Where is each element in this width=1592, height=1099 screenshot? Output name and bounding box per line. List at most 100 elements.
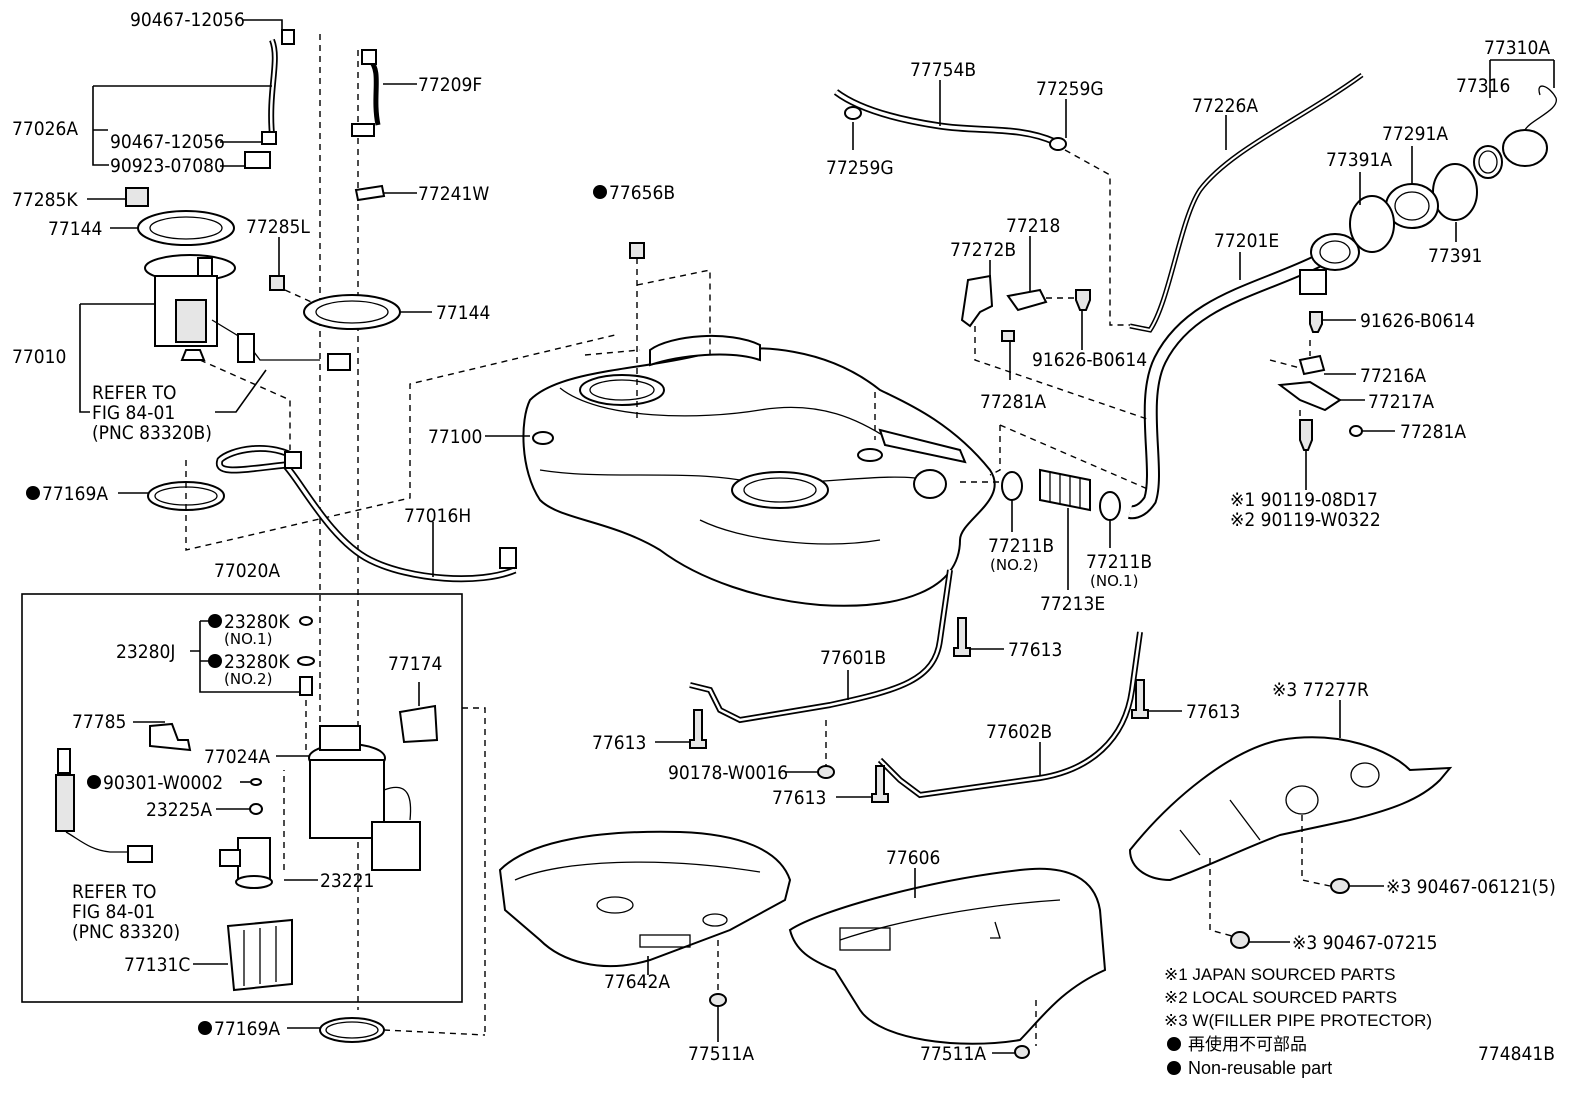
label-77218: 77218 — [1006, 215, 1060, 237]
non-reusable-dot — [208, 654, 222, 668]
fuel-tank-77100 — [522, 335, 996, 607]
clamp-77211B-no2 — [1001, 471, 1023, 501]
label-23280K-1: 23280K — [224, 611, 290, 633]
hose-77754B — [833, 89, 1067, 151]
nut-90178-W0016 — [817, 765, 835, 779]
protector-77642A — [498, 830, 792, 968]
label-77613-b: 77613 — [1186, 701, 1240, 723]
legend-dot — [1167, 1037, 1181, 1051]
bolt-90119 — [1299, 419, 1313, 451]
label-77169A-top: 77169A — [42, 483, 108, 505]
label-77213E: 77213E — [1040, 593, 1105, 615]
label-fig-84-01-1: FIG 84-01 — [92, 402, 175, 424]
label-90467-12056-mid: 90467-12056 — [110, 131, 225, 153]
part-labels: 90467-12056 77026A 90467-12056 90923-070… — [12, 9, 1556, 1065]
label-77020A: 77020A — [214, 560, 280, 582]
fuel-cap-77310A — [1502, 129, 1548, 167]
label-77511A-b: 77511A — [920, 1043, 986, 1065]
label-diagram-id: 774841B — [1478, 1043, 1555, 1065]
clip-77241W — [354, 184, 386, 202]
clip-77174 — [398, 704, 439, 744]
label-77281A-a: 77281A — [980, 391, 1046, 413]
label-90923-07080: 90923-07080 — [110, 155, 225, 177]
label-77211B-no2: 77211B — [988, 535, 1054, 557]
label-77601B: 77601B — [820, 647, 886, 669]
label-77010: 77010 — [12, 346, 66, 368]
label-refer-to-2: REFER TO — [72, 881, 157, 903]
clip-77285K — [125, 187, 149, 207]
bracket-77272B — [960, 274, 994, 328]
label-no2-b: (NO.2) — [990, 556, 1038, 574]
legend-local-sourced: ※2 LOCAL SOURCED PARTS — [1164, 988, 1397, 1007]
label-77201E: 77201E — [1214, 230, 1279, 252]
fuel-pump-23221 — [219, 837, 273, 889]
label-77272B: 77272B — [950, 239, 1016, 261]
filter-77131C — [226, 918, 293, 992]
label-77131C: 77131C — [124, 954, 190, 976]
label-fig-84-01-2: FIG 84-01 — [72, 901, 155, 923]
non-reusable-dot — [593, 185, 607, 199]
label-77310A: 77310A — [1484, 37, 1550, 59]
label-77259G-a: 77259G — [1036, 78, 1104, 100]
retainer-77144-right — [303, 294, 401, 330]
fuel-sender-77010 — [144, 254, 351, 371]
bolt-91626-B0614-b — [1309, 311, 1323, 333]
pump-unit-77024A — [308, 725, 421, 871]
protector-77277R — [1128, 736, 1453, 882]
label-77285K: 77285K — [12, 189, 78, 211]
label-no1-a: (NO.1) — [224, 630, 272, 648]
label-77026A: 77026A — [12, 118, 78, 140]
label-90119-08D17: ※1 90119-08D17 — [1230, 489, 1378, 511]
label-23280K-2: 23280K — [224, 651, 290, 673]
label-77602B: 77602B — [986, 721, 1052, 743]
label-77024A: 77024A — [204, 746, 270, 768]
label-23280J: 23280J — [116, 641, 175, 663]
label-77613-d: 77613 — [772, 787, 826, 809]
legend-dot — [1167, 1061, 1181, 1075]
label-90301-W0002: 90301-W0002 — [103, 772, 223, 794]
label-90467-12056-top: 90467-12056 — [130, 9, 245, 31]
label-77785: 77785 — [72, 711, 126, 733]
bolt-77613-a — [953, 617, 971, 657]
label-23221: 23221 — [320, 870, 374, 892]
label-77100: 77100 — [428, 426, 482, 448]
pump-assembly-box-77020A — [21, 593, 463, 1003]
non-reusable-dot — [87, 775, 101, 789]
bracket-77218 — [1006, 288, 1048, 312]
label-77169A-bottom: 77169A — [214, 1018, 280, 1040]
bolt-91626-B0614-a — [1075, 289, 1091, 311]
label-77285L: 77285L — [246, 216, 310, 238]
clip-77785 — [149, 722, 192, 752]
seal-77391 — [1432, 163, 1478, 221]
label-90119-W0322: ※2 90119-W0322 — [1230, 509, 1381, 531]
bolt-90467-07215 — [1230, 931, 1250, 949]
seal-77391A — [1349, 195, 1395, 253]
label-77144-left: 77144 — [48, 218, 102, 240]
label-77391: 77391 — [1428, 245, 1482, 267]
non-reusable-dot — [198, 1021, 212, 1035]
label-77391A: 77391A — [1326, 149, 1392, 171]
oring-90301-W0002 — [250, 778, 262, 786]
label-77216A: 77216A — [1360, 365, 1426, 387]
legend-japan-sourced: ※1 JAPAN SOURCED PARTS — [1164, 965, 1396, 984]
clip-77216A — [1298, 354, 1326, 376]
non-reusable-dot — [208, 614, 222, 628]
protector-77606 — [788, 867, 1107, 1045]
clamp-77211B-no1 — [1099, 491, 1121, 521]
legend-filler-pipe-protector: ※3 W(FILLER PIPE PROTECTOR) — [1164, 1011, 1432, 1030]
legend: ※1 JAPAN SOURCED PARTS ※2 LOCAL SOURCED … — [1164, 965, 1432, 1078]
oring-23225A — [249, 803, 263, 815]
clip-77281A-b — [1349, 425, 1363, 437]
label-77016H: 77016H — [404, 505, 471, 527]
bracket-77217A — [1277, 380, 1342, 412]
label-91626-B0614-a: 91626-B0614 — [1032, 349, 1147, 371]
bolt-77613-b — [1131, 679, 1149, 719]
label-90178-W0016: 90178-W0016 — [668, 762, 788, 784]
legend-non-reusable-en: Non-reusable part — [1188, 1058, 1332, 1078]
label-77259G-b: 77259G — [826, 157, 894, 179]
label-77277R: ※3 77277R — [1272, 679, 1369, 701]
label-90467-07215: ※3 90467-07215 — [1292, 932, 1438, 954]
hose-77213E — [1039, 468, 1091, 512]
